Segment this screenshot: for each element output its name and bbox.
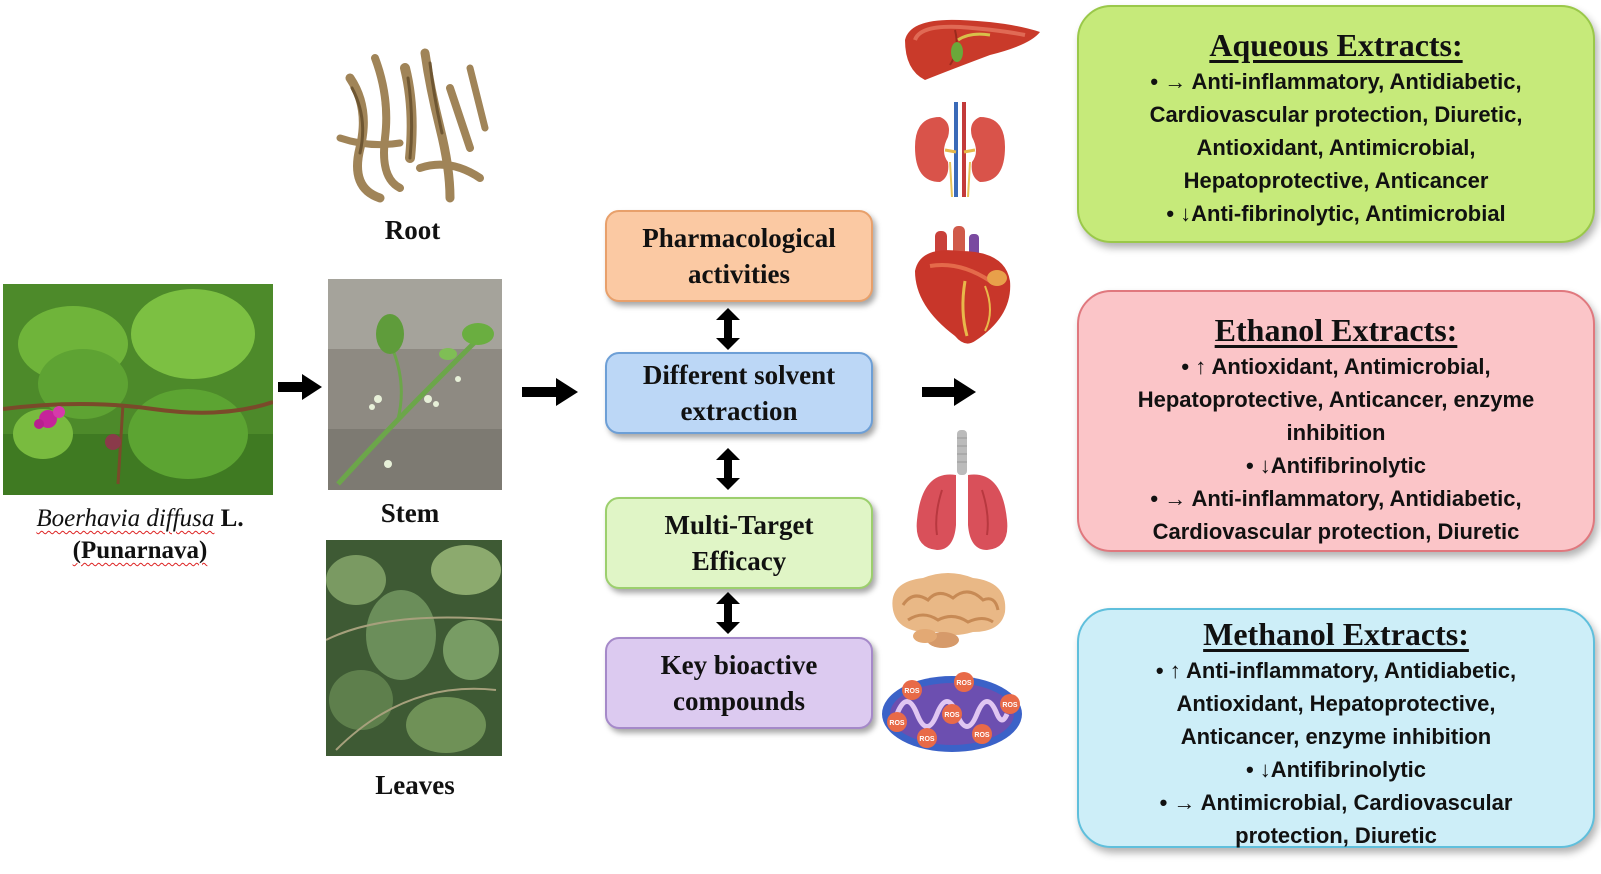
liver-icon — [905, 19, 1040, 80]
extract-line: • → Anti-inflammatory, Antidiabetic, — [1150, 69, 1522, 94]
extract-title: Aqueous Extracts: — [1209, 27, 1463, 63]
extract-line: • ↓Antifibrinolytic — [1245, 453, 1427, 478]
stem-label: Stem — [380, 498, 440, 528]
extract-line: • → Anti-inflammatory, Antidiabetic, — [1150, 486, 1522, 511]
species-author: L. — [214, 505, 244, 532]
ros-label: ROS — [956, 680, 972, 687]
double-arrow-icon — [716, 592, 740, 634]
stem-photo — [328, 279, 502, 490]
extract-line: Anticancer, enzyme inhibition — [1180, 724, 1492, 749]
arrow-right-icon — [522, 378, 578, 406]
extract-title: Methanol Extracts: — [1203, 616, 1469, 652]
arrow-right-icon — [922, 378, 976, 406]
flow-label: Key bioactive compounds — [660, 650, 818, 716]
extract-line: • ↑ Anti-inflammatory, Antidiabetic, — [1155, 658, 1517, 683]
flow-label: Multi-Target Efficacy — [664, 510, 814, 576]
lungs-icon — [916, 430, 1008, 550]
leaves-label: Leaves — [375, 770, 455, 800]
extract-line: Antioxidant, Hepatoprotective, — [1176, 691, 1496, 716]
extract-line: • ↓Antifibrinolytic — [1245, 757, 1427, 782]
arrow-right-icon — [278, 374, 322, 400]
ros-label: ROS — [1002, 702, 1018, 709]
kidney-icon — [915, 102, 1005, 197]
extract-line: • ↓Anti-fibrinolytic, Antimicrobial — [1166, 201, 1506, 226]
extract-line: Cardiovascular protection, Diuretic — [1152, 519, 1520, 544]
extract-line: Hepatoprotective, Anticancer — [1183, 168, 1489, 193]
extract-title: Ethanol Extracts: — [1214, 312, 1458, 348]
mitochondria-icon: ROS ROS ROS ROS ROS ROS ROS — [882, 672, 1022, 752]
species-common-name: (Punarnava) — [72, 537, 208, 564]
methanol-extracts-box: Methanol Extracts: • ↑ Anti-inflammatory… — [1077, 608, 1595, 848]
extract-line: • ↑ Antioxidant, Antimicrobial, — [1181, 354, 1491, 379]
extract-line: Antioxidant, Antimicrobial, — [1196, 135, 1476, 160]
ros-label: ROS — [919, 736, 935, 743]
flow-box-pharmacological: Pharmacological activities — [605, 210, 873, 302]
double-arrow-icon — [716, 308, 740, 350]
species-scientific-name: Boerhavia diffusa — [36, 505, 215, 532]
flow-label: Different solvent extraction — [642, 360, 836, 426]
species-caption: Boerhavia diffusa L. (Punarnava) — [0, 503, 280, 567]
brain-icon — [892, 573, 1006, 648]
extract-line: protection, Diuretic — [1235, 823, 1437, 848]
flow-box-bioactive-compounds: Key bioactive compounds — [605, 637, 873, 729]
root-photo — [330, 48, 495, 208]
aqueous-extracts-box: Aqueous Extracts: • → Anti-inflammatory,… — [1077, 5, 1595, 243]
extract-line: inhibition — [1286, 420, 1386, 445]
ros-label: ROS — [974, 732, 990, 739]
ros-label: ROS — [944, 712, 960, 719]
ros-label: ROS — [904, 688, 920, 695]
heart-icon — [915, 226, 1011, 344]
ros-label: ROS — [889, 720, 905, 727]
extract-line: Cardiovascular protection, Diuretic, — [1149, 102, 1523, 127]
root-label: Root — [384, 215, 441, 245]
leaves-photo — [326, 540, 502, 756]
flow-label: Pharmacological activities — [642, 223, 836, 289]
ethanol-extracts-box: Ethanol Extracts: • ↑ Antioxidant, Antim… — [1077, 290, 1595, 552]
extract-line: • → Antimicrobial, Cardiovascular — [1159, 790, 1513, 815]
flow-box-multi-target: Multi-Target Efficacy — [605, 497, 873, 589]
double-arrow-icon — [716, 448, 740, 490]
extract-line: Hepatoprotective, Anticancer, enzyme — [1137, 387, 1535, 412]
boerhavia-plant-photo — [3, 284, 273, 495]
flow-box-solvent-extraction: Different solvent extraction — [605, 352, 873, 434]
